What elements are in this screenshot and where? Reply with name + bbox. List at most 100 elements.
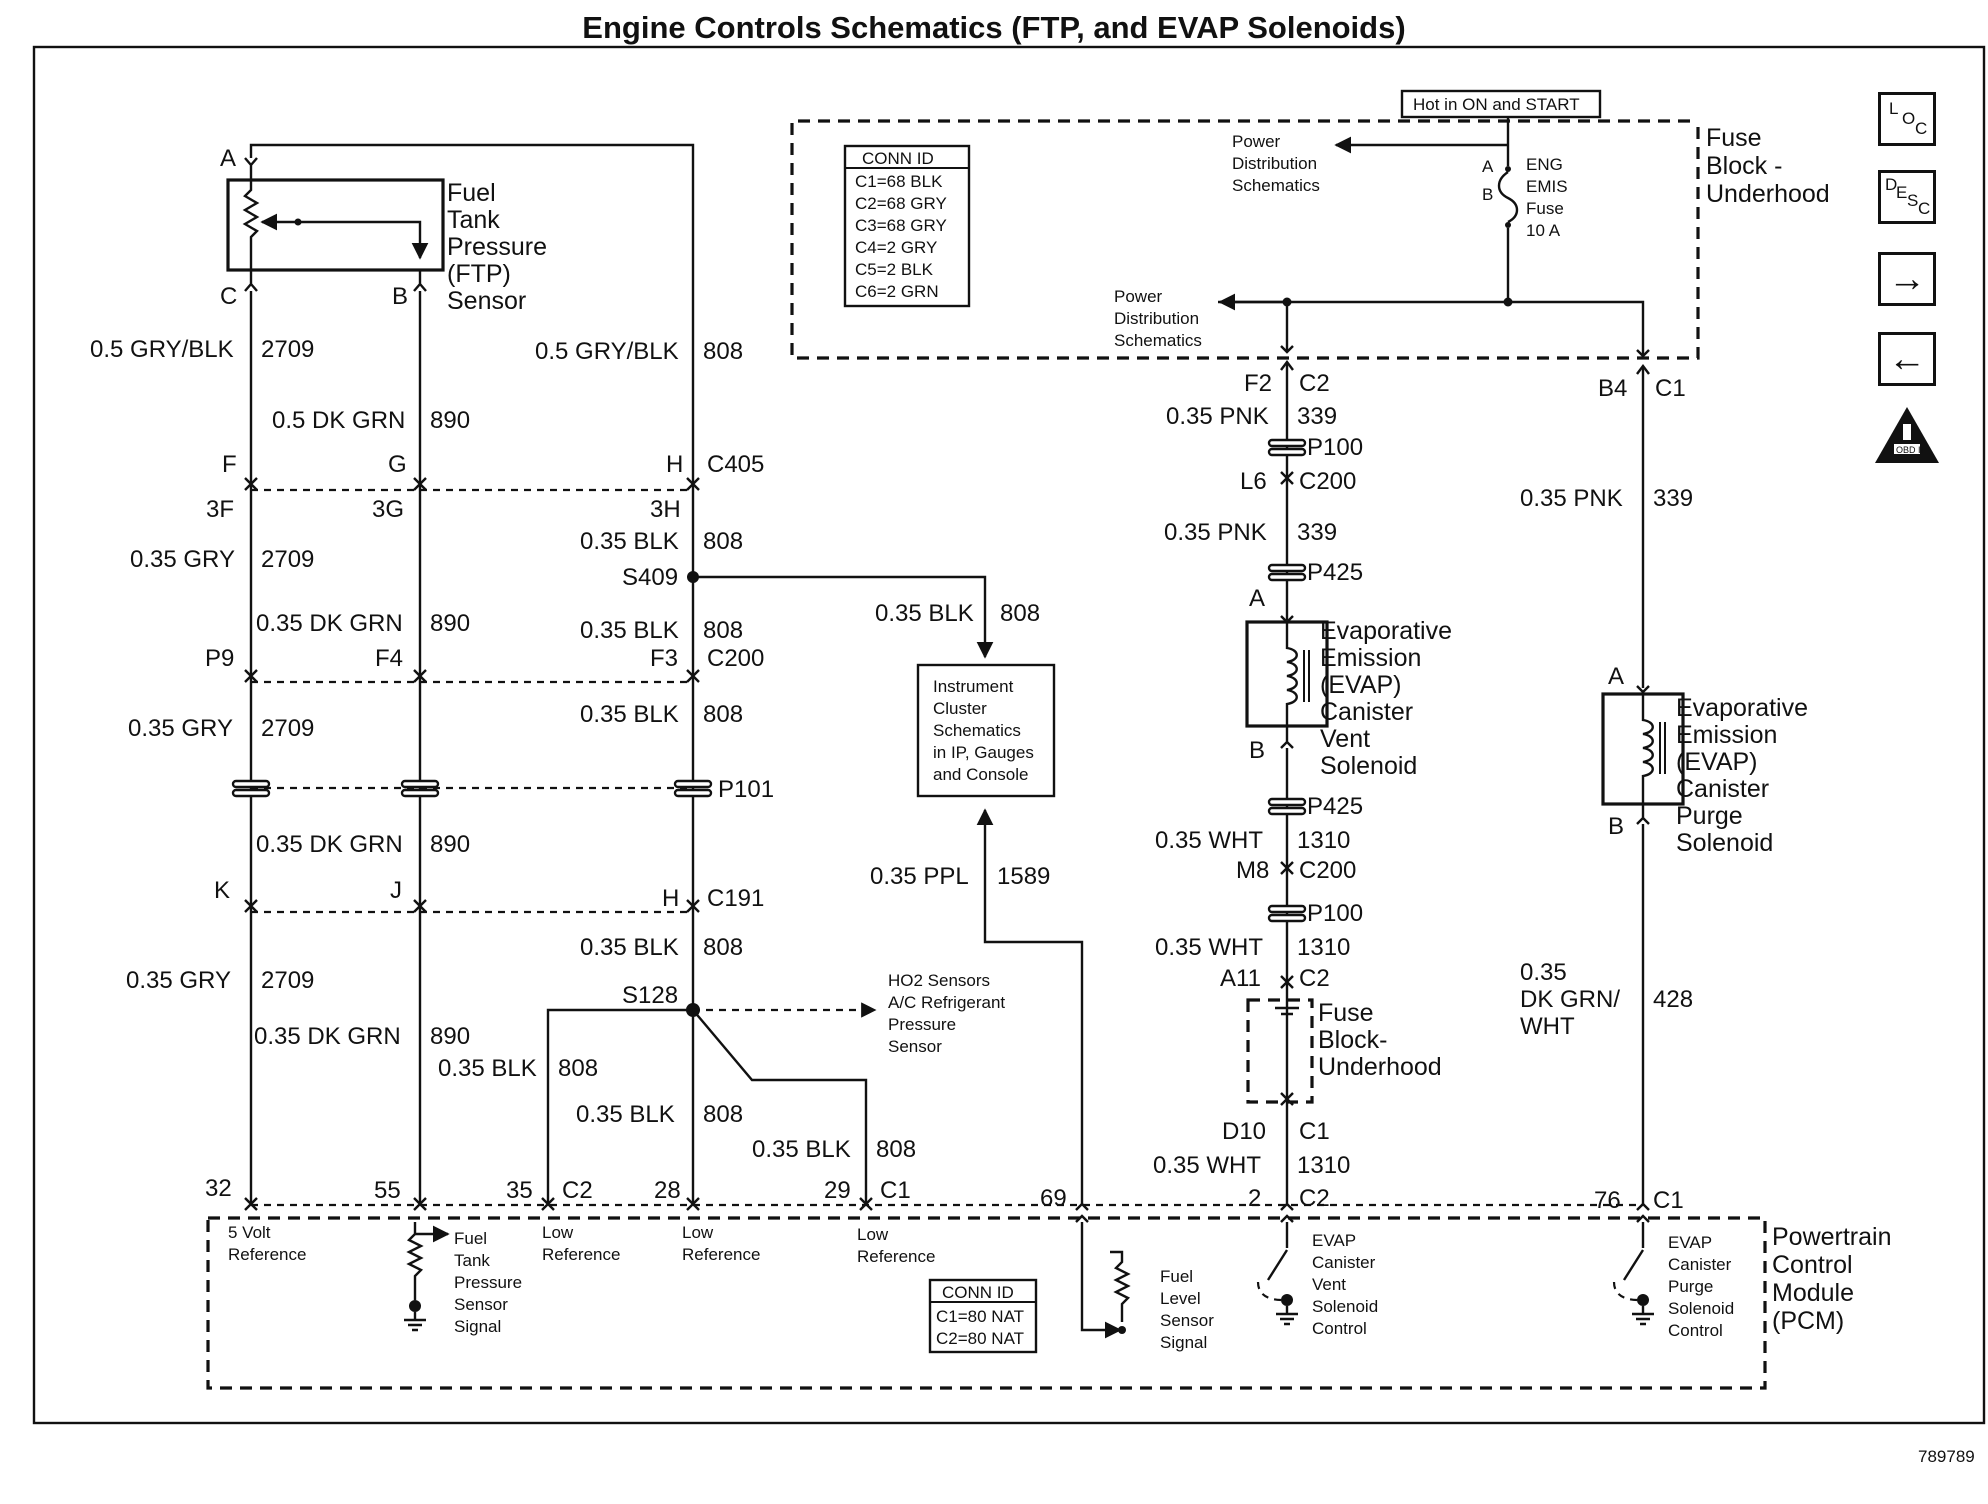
pcm-pin-76: 76 — [1594, 1187, 1621, 1214]
fuse-label-1: ENG — [1526, 155, 1563, 174]
pcm-purge-ctl-1: EVAP — [1668, 1233, 1712, 1252]
c200-left-pins — [244, 669, 700, 683]
wire-num-808-ic: 808 — [1000, 600, 1040, 627]
purge-sol-label-6: Solenoid — [1676, 829, 1773, 857]
c200-l6-pins — [1280, 471, 1294, 485]
wire-label-808-c: 0.35 BLK — [580, 617, 679, 644]
svg-text:C5=2 BLK: C5=2 BLK — [855, 260, 934, 279]
pcm-pin-2: 2 — [1248, 1185, 1261, 1212]
fb-d10-name: C1 — [1299, 1118, 1330, 1145]
wire-label-890-b: 0.35 DK GRN — [256, 610, 403, 637]
vent-sol-label-2: Emission — [1320, 644, 1421, 672]
ftp-label-1: Fuel — [447, 179, 496, 207]
c405-pin-h: H — [666, 451, 683, 478]
s409-label: S409 — [622, 564, 678, 591]
ic-label-3: Schematics — [933, 721, 1021, 740]
pcm-5v-ref-2: Reference — [228, 1245, 306, 1264]
power-dist-2-line2: Distribution — [1114, 309, 1199, 328]
c405-pin-f: F — [222, 451, 237, 478]
previous-page-button[interactable]: ← — [1878, 332, 1936, 386]
wire-num-808-e: 808 — [703, 934, 743, 961]
fuel-level-signal-icon — [1080, 1222, 1131, 1339]
svg-text:CONN ID: CONN ID — [862, 149, 934, 168]
fb-f2-name: C2 — [1299, 370, 1330, 397]
p425-upper-block — [1267, 563, 1307, 582]
c405-pin-g: G — [388, 451, 407, 478]
ftp-pin-b: B — [392, 283, 408, 310]
wire-label-808-ic: 0.35 BLK — [875, 600, 974, 627]
ic-label-4: in IP, Gauges — [933, 743, 1034, 762]
wire-label-890-c: 0.35 DK GRN — [256, 831, 403, 858]
c405-mate-3h: 3H — [650, 496, 681, 523]
wire-label-1589: 0.35 PPL — [870, 863, 969, 890]
purge-control-switch-icon — [1612, 1222, 1654, 1326]
location-button[interactable]: L O C — [1878, 92, 1936, 146]
pcm-lowref-28-1: Low — [682, 1223, 714, 1242]
power-dist-2-line3: Schematics — [1114, 331, 1202, 350]
wire-num-339-b: 339 — [1297, 519, 1337, 546]
pcm-vent-ctl-5: Control — [1312, 1319, 1367, 1338]
ftp-signal-resistor-icon — [404, 1222, 450, 1332]
pcm-vent-ctl-3: Vent — [1312, 1275, 1346, 1294]
vent-sol-pin-a: A — [1249, 585, 1265, 612]
fuse-block-top-label-1: Fuse — [1706, 124, 1762, 152]
obd-label: OBD II — [1896, 445, 1923, 455]
pcm-fuel-level-2: Level — [1160, 1289, 1201, 1308]
purge-sol-label-2: Emission — [1676, 721, 1777, 749]
c405-name: C405 — [707, 451, 764, 478]
pcm-pin-28: 28 — [654, 1177, 681, 1204]
p100-upper-block — [1267, 438, 1307, 457]
pcm-lowref-28-2: Reference — [682, 1245, 760, 1264]
power-dist-1-line1: Power — [1232, 132, 1281, 151]
next-page-button[interactable]: → — [1878, 252, 1936, 306]
pcm-5v-ref-1: 5 Volt — [228, 1223, 271, 1242]
ftp-sensor: A C B Fuel Tank Pressure (FTP) Sensor — [220, 145, 547, 315]
pcm-pin-69: 69 — [1040, 1185, 1067, 1212]
page-title: Engine Controls Schematics (FTP, and EVA… — [582, 10, 1406, 45]
fuse-label-2: EMIS — [1526, 177, 1568, 196]
wire-num-339-a: 339 — [1297, 403, 1337, 430]
pcm-vent-ctl-1: EVAP — [1312, 1231, 1356, 1250]
p101-label: P101 — [718, 776, 774, 803]
description-button[interactable]: D E S C — [1878, 170, 1936, 224]
pcm-conn-c2a: C2 — [562, 1177, 593, 1204]
c405-pins — [244, 477, 700, 491]
pcm-fuel-level-4: Signal — [1160, 1333, 1207, 1352]
wire-num-808-a: 808 — [703, 338, 743, 365]
wire-label-1310-c: 0.35 WHT — [1153, 1152, 1261, 1179]
wire-label-2709-b: 0.35 GRY — [130, 546, 235, 573]
svg-text:C1=80 NAT: C1=80 NAT — [936, 1307, 1024, 1326]
ftp-pin-a: A — [220, 145, 236, 172]
c200-pin-f4: F4 — [375, 645, 403, 672]
power-dist-2-line1: Power — [1114, 287, 1163, 306]
p425-lower-block — [1267, 797, 1307, 816]
wire-num-2709-a: 2709 — [261, 336, 314, 363]
loc-letter-l: L — [1889, 99, 1899, 118]
p425-upper-label: P425 — [1307, 559, 1363, 586]
obd-ii-button[interactable]: OBD II — [1872, 404, 1942, 466]
wire-num-2709-d: 2709 — [261, 967, 314, 994]
pcm-conn-c1a: C1 — [880, 1177, 911, 1204]
arrow-left-icon: ← — [1888, 337, 1926, 380]
fb-a11-pins — [1280, 975, 1294, 989]
pcm-label-1: Powertrain — [1772, 1223, 1892, 1251]
outer-frame — [32, 45, 1986, 1425]
wire-label-808-e: 0.35 BLK — [580, 934, 679, 961]
fb-lower-label-3: Underhood — [1318, 1053, 1442, 1081]
wire-num-808-d: 808 — [703, 701, 743, 728]
desc-letter-s: S — [1907, 191, 1919, 210]
wire-339-purge — [1636, 349, 1650, 688]
wire-label-1310-b: 0.35 WHT — [1155, 934, 1263, 961]
c405-mate-3g: 3G — [372, 496, 404, 523]
wire-1589 — [976, 808, 1084, 1205]
ho2-note-2: A/C Refrigerant — [888, 993, 1005, 1012]
loc-letter-o: O — [1902, 109, 1916, 128]
pcm-conn-c1b: C1 — [1653, 1187, 1684, 1214]
pcm-lowref-29-2: Reference — [857, 1247, 935, 1266]
svg-text:CONN ID: CONN ID — [942, 1283, 1014, 1302]
c200-pin-f3: F3 — [650, 645, 678, 672]
wire-label-2709-a: 0.5 GRY/BLK — [90, 336, 234, 363]
ho2-note-1: HO2 Sensors — [888, 971, 990, 990]
wire-label-339-c: 0.35 PNK — [1520, 485, 1623, 512]
c405-mate-3f: 3F — [206, 496, 234, 523]
